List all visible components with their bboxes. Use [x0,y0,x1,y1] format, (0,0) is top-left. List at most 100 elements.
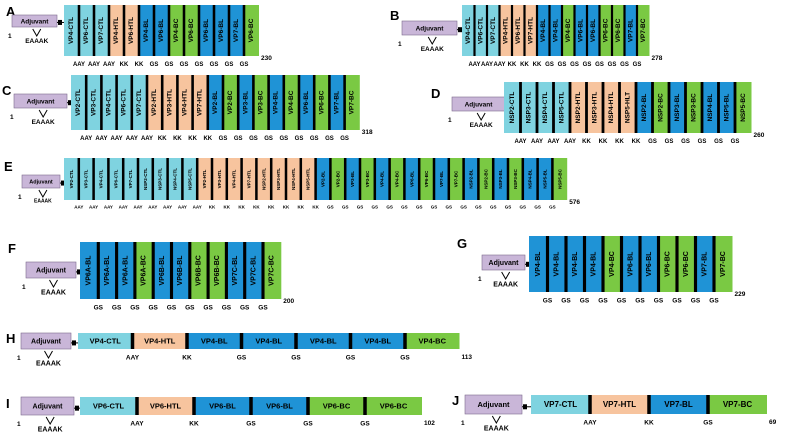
segment-ctl [520,82,537,133]
segment-bc [189,242,209,299]
segment-label: VP7-CTL [544,400,577,409]
segment-label: VP7-HTL [527,17,534,44]
linker-bar [651,82,654,133]
linker-bar [462,158,465,200]
linker-bar [551,158,554,200]
segment-label: VP7-BC [723,400,753,409]
segment-label: NSP2-BC [657,93,664,122]
segment-label: VP6-BL [590,19,597,42]
segment-bc [253,75,269,130]
adjuvant-label: Adjuvant [36,267,67,274]
linker-label: AAY [468,62,480,68]
linker-bar [107,158,110,200]
linker-bar [693,236,698,292]
start-number: 1 [22,284,26,291]
segment-htl [286,158,301,200]
linker-label: KK [238,205,245,210]
linker-bar [618,82,621,133]
linker-label: GS [416,205,423,210]
linker-label: GS [545,62,554,68]
adjuvant-label: Adjuvant [489,260,520,267]
segment-bl [268,75,284,130]
segment-ctl [101,75,117,130]
segment-ctl [182,158,198,200]
linker-label: GS [672,298,682,305]
linker-label: GS [148,305,158,312]
segment-label: NSP5-BC [557,168,562,189]
linker-bar [152,5,156,56]
linker-bar [647,395,651,414]
start-number: 1 [8,33,12,40]
segment-htl [586,82,603,133]
segment-bl [374,158,390,200]
linker-label: KK [644,420,654,427]
segment-ctl [131,75,147,130]
segment-bc [134,242,154,299]
adjuvant-box [20,332,72,350]
linker-bar [294,333,298,349]
segment-htl [570,82,587,133]
segment-label: VP6-BC [602,18,609,42]
segment-label: VP6-CTL [121,89,128,116]
linker-label: KK [209,205,216,210]
eaaak-label: EAAAK [32,119,55,126]
panel-label: I [6,396,10,411]
segment-bl [537,158,553,200]
linker-bar [585,82,588,133]
segment-label: NSP2-CTL [143,168,148,190]
linker-bar [133,242,137,299]
segment-bl [226,242,245,299]
segment-label: VP6-BL [218,19,225,42]
adjuvant-label: Adjuvant [29,179,53,185]
adjuvant-box [20,396,75,416]
segment-label: VP7-BL [439,171,444,187]
segment-bl [194,397,251,415]
linker-bar [585,5,589,56]
adjuvant-box [11,14,58,28]
linker-bar [447,158,451,200]
segment-ctl [78,158,94,200]
linker-bar [733,82,737,133]
segment-bc [652,82,669,133]
linker-bar [403,333,407,349]
linker-label: GS [595,62,604,68]
eaaak-label: EAAAK [34,199,52,205]
segment-bc [708,395,767,414]
panel-label: A [6,4,16,19]
linker-bar [181,158,184,200]
linker-bar [96,242,100,299]
linker-bar [227,5,231,56]
eaaak-arrow [491,415,501,425]
adjuvant-box [401,20,458,36]
adjuvant-box [464,394,523,415]
segment-label: VP4-BL [273,91,280,114]
segment-htl [619,82,636,133]
segment-htl [524,5,537,56]
segment-ctl [462,5,475,56]
segment-label: NSP5-BL [543,169,548,189]
segment-label: VP6-BL [158,19,165,42]
segment-label: VP7-HTL [197,89,204,116]
segment-label: VP4-BL [143,19,150,42]
segment-label: VP6B-BL [159,255,166,286]
segment-ctl [64,158,79,200]
linker-label: KK [582,139,591,145]
segment-label: VP4-CTL [90,336,122,345]
segment-bl [296,333,351,349]
segment-bl [299,75,315,130]
linker-bar [634,82,638,133]
linker-bar [166,158,169,200]
linker-label: GS [665,139,674,145]
eaaak-linker-mark [77,269,81,275]
segment-label: NSP2-BL [469,169,474,189]
segment-label: NSP4-BL [707,94,714,122]
segment-label: VP4-BL [590,251,597,277]
segment-bl [154,5,169,56]
linker-bar [312,75,316,130]
linker-label: GS [620,62,629,68]
segment-label: NSP2-BC [483,168,488,189]
linker-bar [314,158,317,200]
linker-bar [638,236,642,292]
segment-bl [404,158,420,200]
